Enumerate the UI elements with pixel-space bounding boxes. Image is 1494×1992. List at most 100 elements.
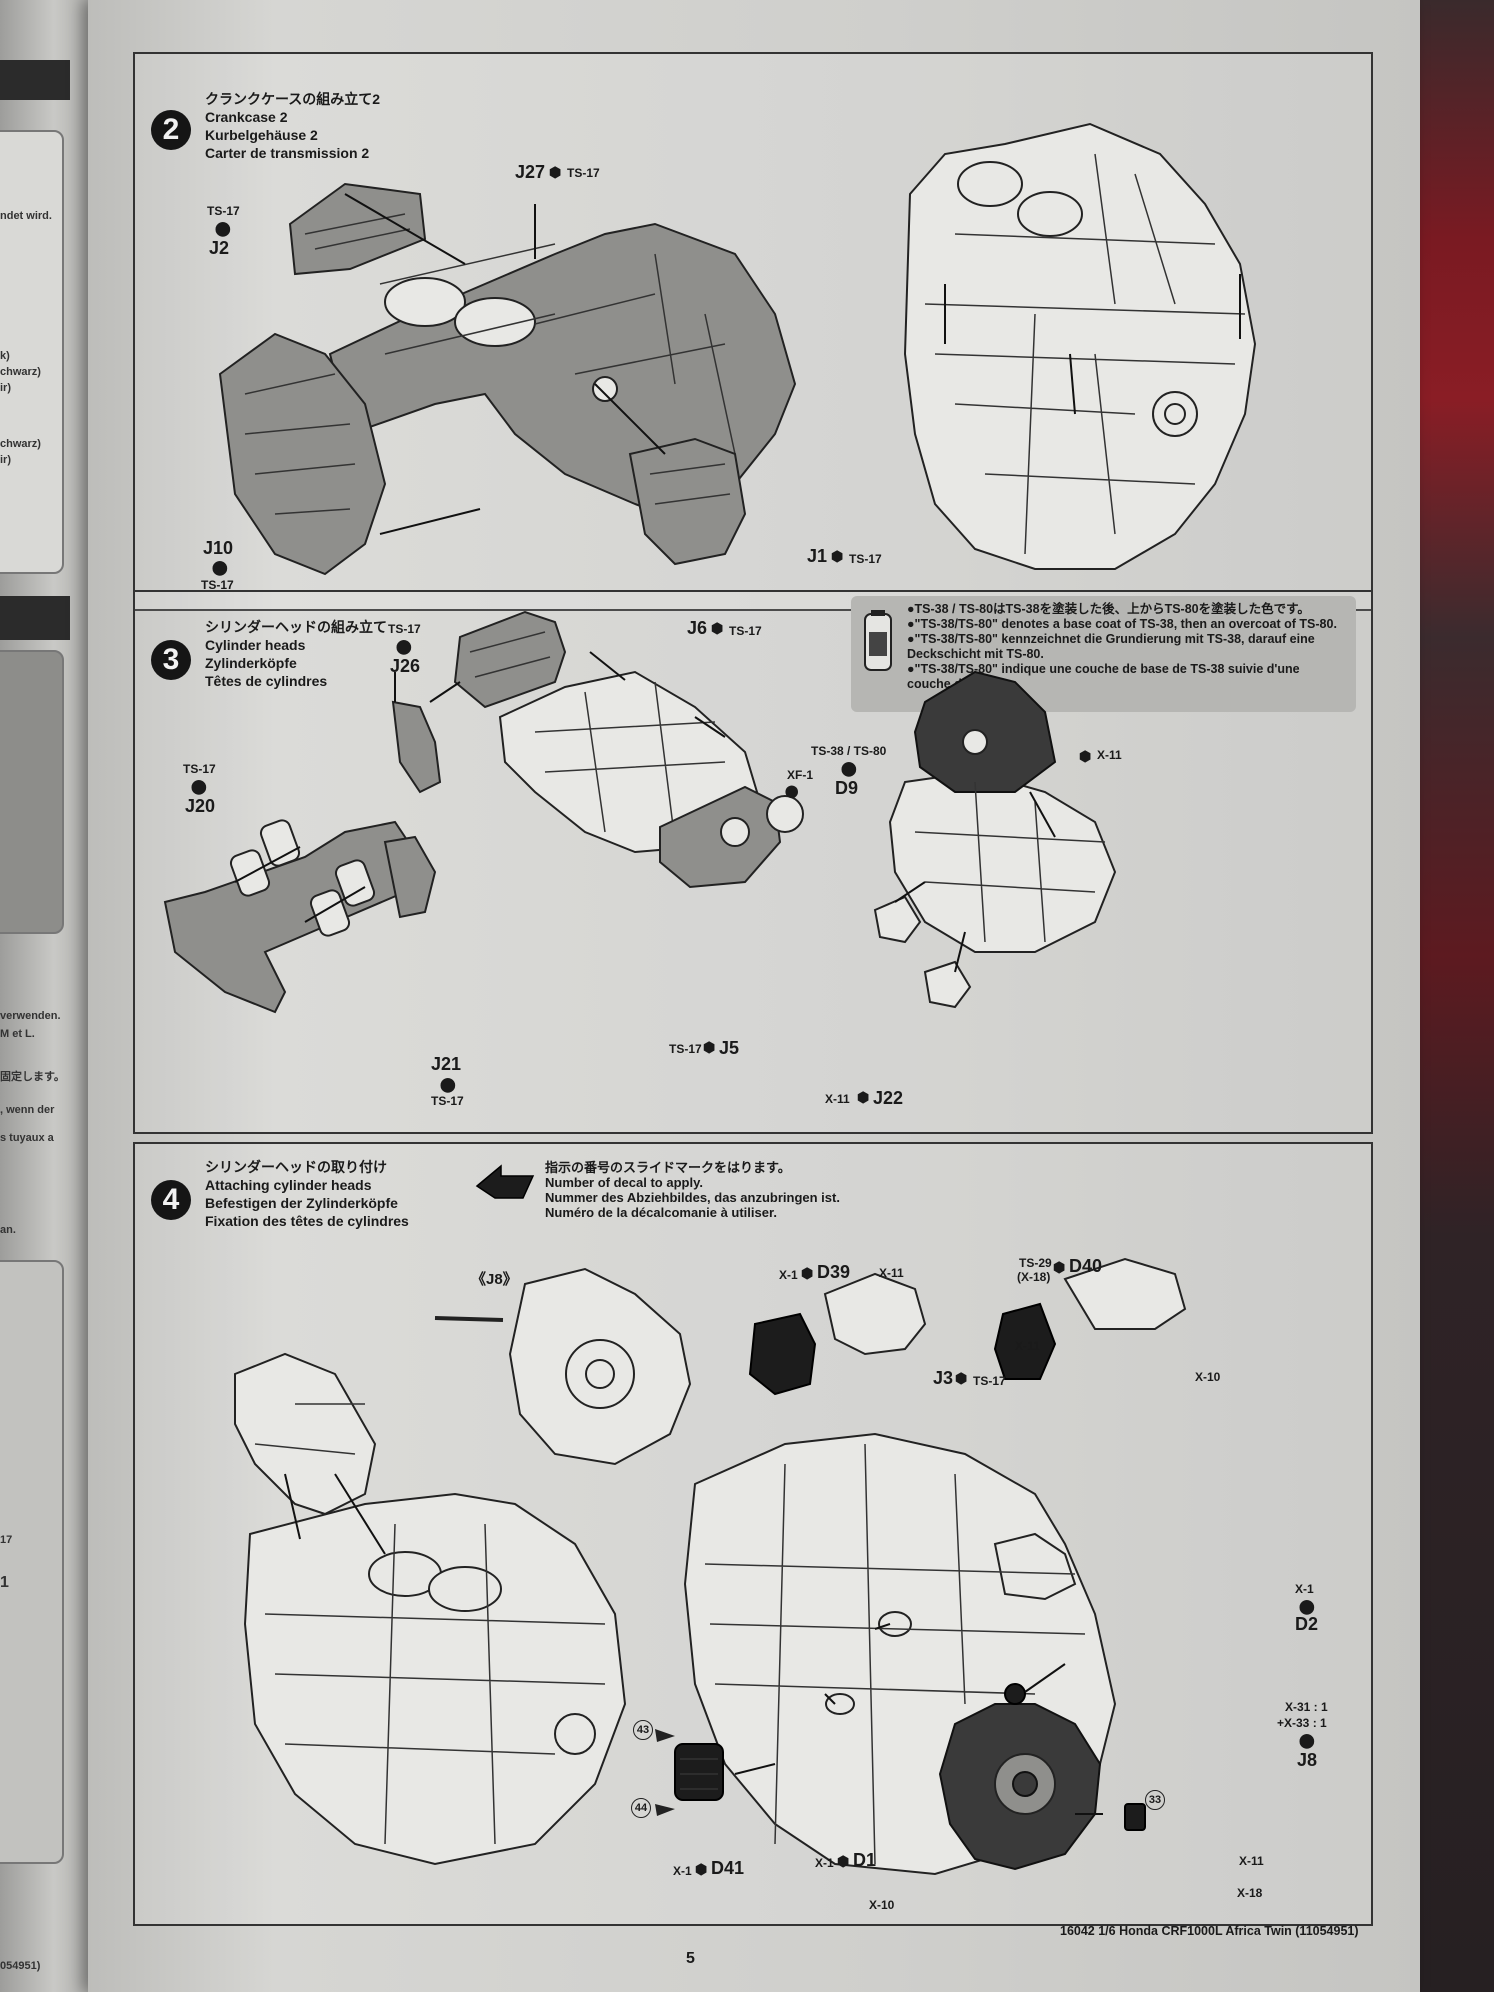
prev-page-text: verwenden. — [0, 1010, 61, 1022]
assembly-arrow — [734, 1763, 776, 1775]
paint-label: X-1 — [673, 1864, 692, 1878]
decal-arrow-icon — [475, 1164, 535, 1199]
part-detail — [914, 781, 1106, 943]
paint-hex-icon: ⬢ — [801, 1265, 814, 1281]
note-line: Deckschicht mit TS-80. — [907, 647, 1044, 661]
title-en: Crankcase 2 — [205, 109, 288, 125]
prev-page-band — [0, 596, 70, 640]
paint-label: (X-18) — [1017, 1270, 1051, 1284]
assembly-arrow — [1024, 1663, 1066, 1693]
paint-hex-icon: ⬢ — [857, 1089, 870, 1105]
decal-33-sticker — [1124, 1803, 1146, 1831]
paint-label: X-1 — [815, 1856, 834, 1870]
title-de: Zylinderköpfe — [205, 655, 297, 671]
decal-number-33: 33 — [1145, 1790, 1165, 1810]
paint-hex-icon: ⬢ — [695, 1861, 708, 1877]
note-line: ●TS-38 / TS-80はTS-38を塗装した後、上からTS-80を塗装した… — [907, 602, 1310, 616]
decal-number-44: 44 — [631, 1798, 651, 1818]
paint-drop-icon: ⬤ — [396, 638, 412, 654]
paint-hex-icon: ⬢ — [703, 1039, 716, 1055]
assembly-arrow — [234, 846, 301, 883]
prev-page-text: 1 — [0, 1574, 9, 1591]
part-label-j1: J1 — [807, 546, 828, 566]
note-line: ●"TS-38/TS-80" indique une couche de bas… — [907, 662, 1300, 676]
part-detail — [649, 463, 731, 505]
paint-label: X-1 — [779, 1268, 798, 1282]
paint-label: X-11 — [1097, 748, 1122, 762]
paint-hex-icon: ⬢ — [1079, 748, 1092, 764]
title-ja: クランクケースの組み立て2 — [205, 91, 381, 107]
title-ja: シリンダーヘッドの組み立て — [205, 619, 387, 635]
part-detail — [554, 1713, 596, 1755]
prev-page-text: M et L. — [0, 1028, 35, 1040]
step-titles: シリンダーヘッドの取り付け Attaching cylinder heads B… — [205, 1158, 409, 1230]
part-j22 — [923, 960, 972, 1009]
paint-label: X-10 — [869, 1898, 895, 1912]
step-number: 2 — [151, 110, 191, 150]
paint-label: TS-38 / TS-80 — [811, 744, 887, 758]
decal-note-line: Numéro de la décalcomanie à utiliser. — [545, 1205, 777, 1220]
part-label-j8: J8 — [1297, 1750, 1318, 1770]
prev-page-text: k) — [0, 350, 10, 362]
part-label-j6: J6 — [687, 618, 708, 638]
part-detail — [766, 795, 804, 833]
step-titles: シリンダーヘッドの組み立て Cylinder heads Zylinderköp… — [205, 618, 387, 690]
part-label-d39: D39 — [817, 1262, 851, 1282]
instruction-page: 2 クランクケースの組み立て2 Crankcase 2 Kurbelgehäus… — [88, 0, 1420, 1992]
part-detail — [680, 1758, 718, 1790]
starter-motor-installed — [993, 1532, 1077, 1601]
part-d9-cover — [913, 670, 1057, 793]
part-label-j5: J5 — [719, 1038, 740, 1058]
paint-label: TS-17 — [973, 1374, 1006, 1388]
part-d41-oil-filter — [674, 1743, 724, 1801]
decal-note-line: 指示の番号のスライドマークをはります。 — [545, 1160, 791, 1175]
part-label-j3: J3 — [933, 1368, 954, 1388]
paint-label: TS-17 — [183, 762, 216, 776]
assembly-arrow — [694, 716, 726, 738]
part-label-d41: D41 — [711, 1858, 745, 1878]
part-j20-cylinder — [259, 819, 301, 867]
crankcase-exploded-drawing — [218, 122, 1257, 576]
part-detail — [962, 729, 988, 755]
part-label-d2: D2 — [1295, 1614, 1319, 1634]
part-detail — [379, 243, 736, 455]
cylinder-bore — [1017, 191, 1083, 237]
paint-hex-icon: ⬢ — [955, 1370, 968, 1386]
paint-hex-icon: ⬢ — [837, 1853, 850, 1869]
paint-drop-icon: ⬤ — [215, 220, 231, 236]
paint-label: X-11 — [879, 1266, 904, 1280]
title-fr: Carter de transmission 2 — [205, 145, 370, 161]
paint-label: X-18 — [1237, 1886, 1263, 1900]
assembly-arrow — [304, 886, 366, 923]
cylinder-head-assembly — [234, 1352, 377, 1516]
part-detail — [585, 1359, 615, 1389]
assembly-arrow — [594, 383, 666, 455]
title-de: Kurbelgehäuse 2 — [205, 127, 318, 143]
paint-hex-icon: ⬢ — [549, 164, 562, 180]
assembly-arrow — [589, 651, 626, 681]
catalog-number: 16042 1/6 Honda CRF1000L Africa Twin (11… — [1060, 1924, 1359, 1938]
part-label-j27: J27 — [515, 162, 546, 182]
part-detail — [878, 1611, 912, 1637]
decal-note: 指示の番号のスライドマークをはります。 Number of decal to a… — [545, 1160, 840, 1220]
spray-can-icon — [864, 610, 892, 671]
paint-hex-icon: ⬢ — [1053, 1259, 1066, 1275]
part-detail — [304, 213, 411, 250]
decal-note-line: Nummer des Abziehbildes, das anzubringen… — [545, 1190, 840, 1205]
paint-label: TS-17 — [669, 1042, 702, 1056]
assembled-head — [888, 770, 1117, 953]
part-j2 — [288, 182, 427, 276]
prev-page-text: , wenn der — [0, 1104, 55, 1116]
paint-drop-icon: ⬤ — [1299, 1598, 1315, 1614]
assembly-arrow — [824, 1693, 836, 1705]
part-label-j10: J10 — [203, 538, 234, 558]
prev-page-code: 054951) — [0, 1960, 41, 1972]
part-d2 — [1004, 1683, 1026, 1705]
part-detail — [825, 1693, 855, 1715]
cylinder-bore — [428, 1566, 502, 1612]
part-detail — [244, 373, 356, 515]
prev-page-image — [0, 650, 64, 934]
paint-label: X-31 : 1 — [1285, 1700, 1328, 1714]
prev-page-text: an. — [0, 1224, 16, 1236]
part-j1 — [628, 437, 747, 566]
